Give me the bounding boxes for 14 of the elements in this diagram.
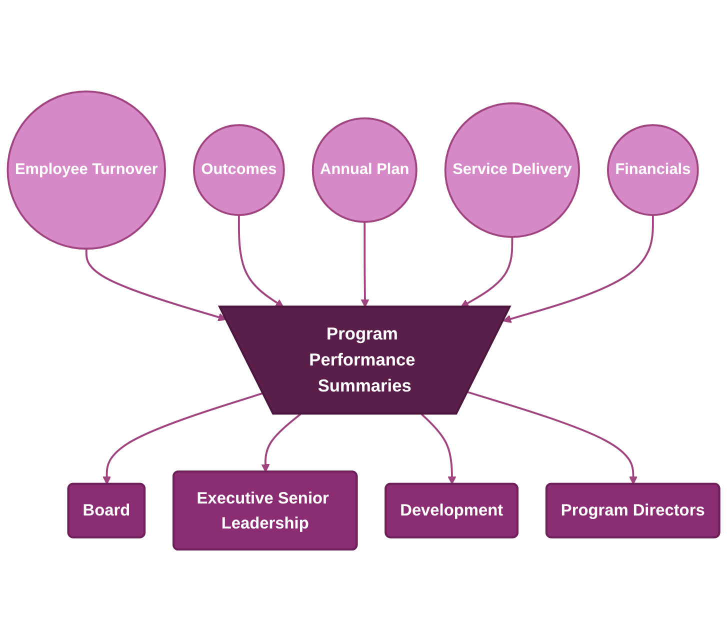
arrow bbox=[102, 392, 264, 485]
node-circle: Annual Plan bbox=[312, 117, 418, 223]
arrow bbox=[238, 215, 284, 308]
arrow bbox=[502, 215, 654, 324]
arrow bbox=[460, 236, 514, 308]
arrow bbox=[467, 391, 638, 485]
node-circle: Financials bbox=[607, 124, 699, 216]
arrow bbox=[85, 248, 227, 322]
arrow bbox=[420, 413, 456, 485]
arrow bbox=[261, 413, 302, 472]
node-circle: Employee Turnover bbox=[6, 90, 166, 250]
arrow bbox=[360, 222, 370, 308]
node-circle: Service Delivery bbox=[444, 102, 580, 238]
node-circle: Outcomes bbox=[193, 124, 285, 216]
